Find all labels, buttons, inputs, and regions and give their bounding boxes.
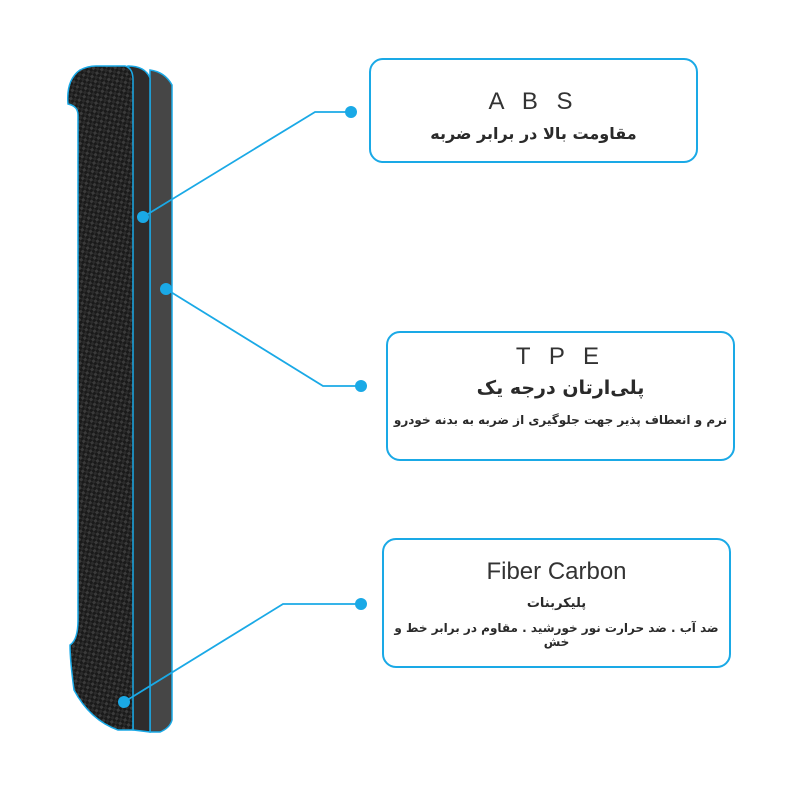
tpe-leader-line: [165, 288, 361, 387]
carbon-layer: [67, 65, 134, 731]
fiber-callout: Fiber Carbon پلیکربنات ضد آب . ضد حرارت …: [382, 538, 731, 668]
leader-lines: [123, 111, 361, 703]
abs-dot: [137, 211, 149, 223]
back-layer: [149, 69, 173, 733]
tpe-dot: [355, 380, 367, 392]
fiber-title: Fiber Carbon: [486, 558, 627, 585]
abs-description: مقاومت بالا در برابر ضربه: [430, 124, 637, 143]
fiber-dot: [118, 696, 130, 708]
fiber-subtitle: پلیکربنات: [526, 596, 587, 611]
tpe-subtitle: پلی‌ارتان درجه یک: [476, 377, 645, 399]
fiber-leader-line: [123, 603, 361, 703]
tpe-callout: T P E پلی‌ارتان درجه یک نرم و انعطاف پذی…: [386, 331, 735, 461]
abs-dot: [345, 106, 357, 118]
abs-callout: A B S مقاومت بالا در برابر ضربه: [369, 58, 698, 163]
tpe-description: نرم و انعطاف پذیر جهت جلوگیری از ضربه به…: [393, 413, 728, 427]
fiber-description: ضد آب . ضد حرارت نور خورشید . مقاوم در ب…: [394, 621, 719, 649]
tpe-dot: [160, 283, 172, 295]
fiber-dot: [355, 598, 367, 610]
abs-title: A B S: [488, 88, 579, 115]
abs-leader-line: [142, 111, 351, 218]
tpe-title: T P E: [515, 343, 606, 370]
